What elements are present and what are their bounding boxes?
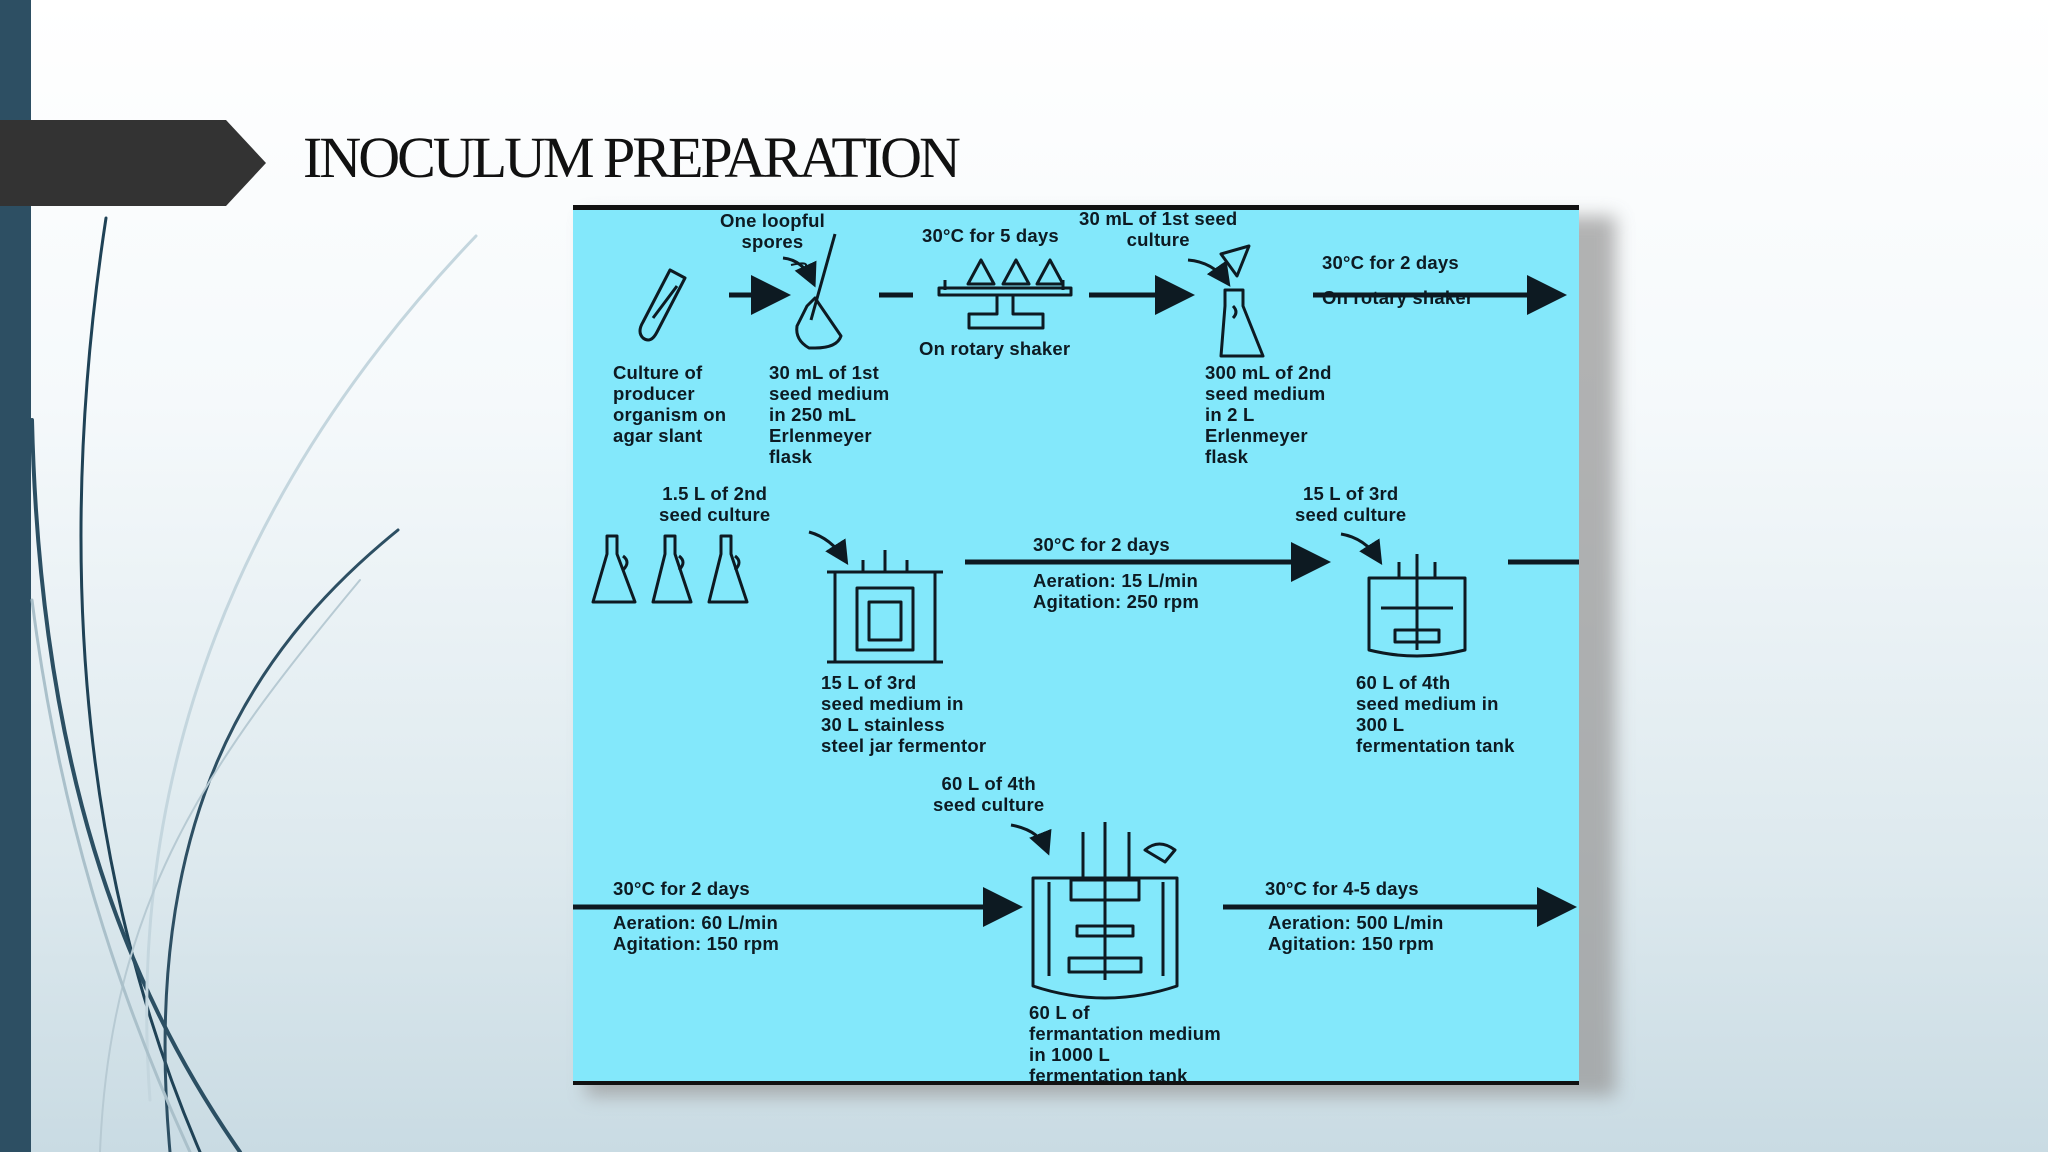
agar-slant-tube-icon bbox=[638, 268, 687, 342]
label-one-loopful-spores: One loopful spores bbox=[720, 210, 825, 252]
label-temp-4-5-days: 30°C for 4-5 days bbox=[1265, 878, 1419, 899]
slide-title: INOCULUM PREPARATION bbox=[303, 125, 961, 190]
label-temp-2-days-a: 30°C for 2 days bbox=[1322, 252, 1459, 273]
label-seed-medium-2nd: 300 mL of 2nd seed medium in 2 L Erlenme… bbox=[1205, 362, 1332, 467]
label-seed-medium-1st: 30 mL of 1st seed medium in 250 mL Erlen… bbox=[769, 362, 890, 467]
label-culture-producer: Culture of producer organism on agar sla… bbox=[613, 362, 727, 446]
label-aeration-60: Aeration: 60 L/min Agitation: 150 rpm bbox=[613, 912, 780, 954]
label-rotary-shaker-b: On rotary shaker bbox=[919, 338, 1071, 359]
label-temp-2-days-b: 30°C for 2 days bbox=[1033, 534, 1170, 555]
label-seed-culture-2nd: 1.5 L of 2nd seed culture bbox=[659, 483, 771, 525]
label-temp-2-days-c: 30°C for 2 days bbox=[613, 878, 750, 899]
fermentation-tank-1000-icon bbox=[1031, 822, 1179, 1000]
three-flasks-icon bbox=[591, 534, 749, 604]
label-seed-culture-3rd: 15 L of 3rd seed culture bbox=[1295, 483, 1407, 525]
diagram-drawing bbox=[573, 233, 1579, 1000]
jar-fermentor-icon bbox=[827, 550, 943, 664]
rotary-shaker-icon bbox=[937, 258, 1073, 330]
label-aeration-15: Aeration: 15 L/min Agitation: 250 rpm bbox=[1033, 570, 1200, 612]
fermentation-tank-300-icon bbox=[1367, 554, 1467, 658]
label-fermentation-medium: 60 L of fermantation medium in 1000 L fe… bbox=[1029, 1002, 1221, 1081]
label-seed-culture-4th: 60 L of 4th seed culture bbox=[933, 773, 1045, 815]
label-rotary-shaker-a: On rotary shaker bbox=[1322, 287, 1474, 308]
label-seed-culture-1st: 30 mL of 1st seed culture bbox=[1079, 208, 1238, 250]
label-aeration-500: Aeration: 500 L/min Agitation: 150 rpm bbox=[1268, 912, 1444, 954]
inoculum-diagram: One loopful spores 30°C for 5 days 30 mL… bbox=[573, 205, 1579, 1085]
label-seed-medium-3rd: 15 L of 3rd seed medium in 30 L stainles… bbox=[821, 672, 987, 756]
label-seed-medium-4th: 60 L of 4th seed medium in 300 L ferment… bbox=[1356, 672, 1515, 756]
label-temp-5-days: 30°C for 5 days bbox=[922, 225, 1059, 246]
seed-flask-icon bbox=[1219, 244, 1265, 358]
decorative-swoosh-lines bbox=[30, 216, 478, 1152]
inoculated-flask-icon bbox=[795, 233, 843, 350]
title-arrow-bar bbox=[0, 120, 266, 206]
